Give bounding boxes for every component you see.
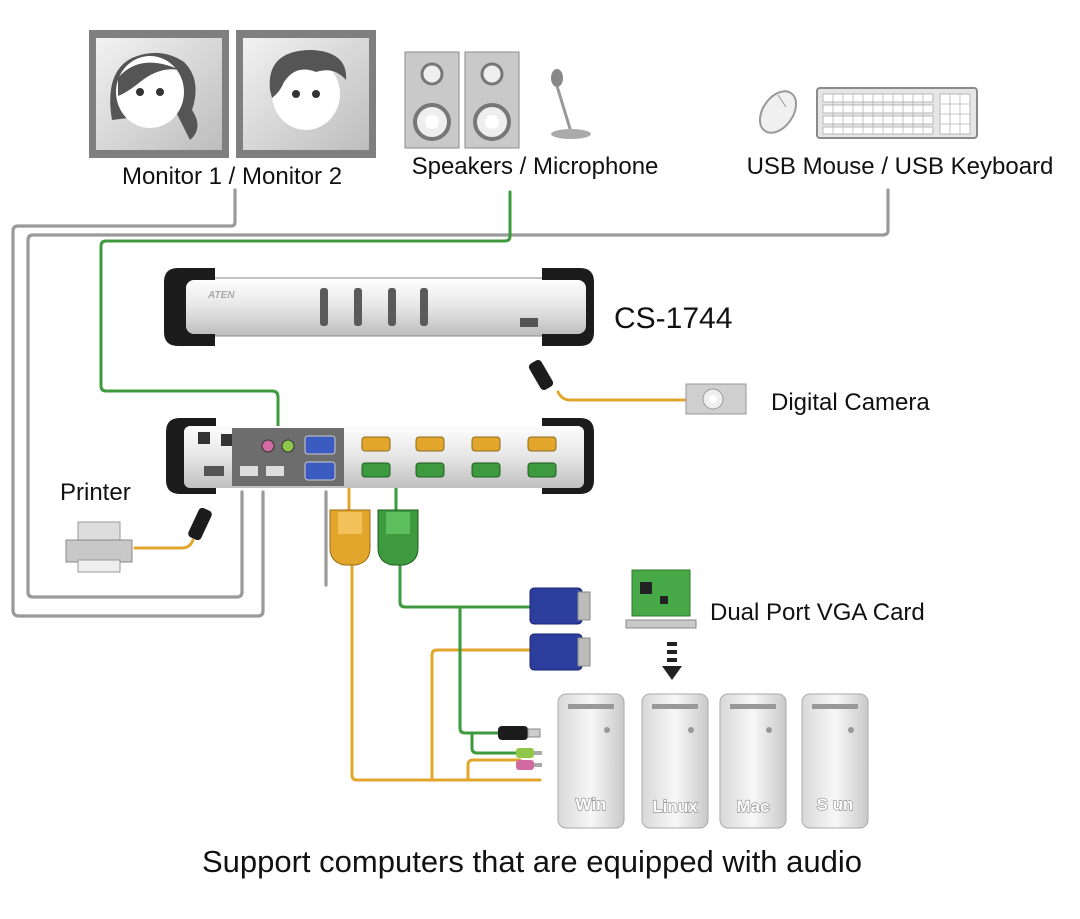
- brand-logo: ATEN: [207, 290, 235, 301]
- computer-tower-sun: S un: [801, 693, 869, 829]
- woman-face-monitor-icon: [110, 52, 198, 140]
- vga-card-icon: [625, 569, 697, 629]
- audio-cable: [99, 190, 512, 432]
- monitor-cable: [11, 188, 265, 618]
- printer-icon: [65, 521, 133, 573]
- vga-card-label: Dual Port VGA Card: [710, 599, 925, 626]
- os-label-linux: Linux: [652, 797, 698, 816]
- camera-usb-plug: [528, 359, 554, 391]
- computer-tower-win: Win: [557, 693, 625, 829]
- model-label: CS-1744: [614, 302, 732, 335]
- vga-cable-green: [394, 478, 532, 755]
- kvm-front-unit: ATEN: [164, 268, 594, 346]
- camera-cable: [556, 390, 692, 402]
- usb-input-label: USB Mouse / USB Keyboard: [747, 153, 1054, 180]
- monitor-2: [236, 30, 376, 158]
- microphone-icon: [551, 69, 591, 139]
- front-usb-port: [520, 318, 538, 327]
- camera-icon: [685, 383, 747, 415]
- usb-input-cable: [26, 188, 890, 599]
- os-label-sun: S un: [817, 795, 854, 814]
- monitors-label: Monitor 1 / Monitor 2: [122, 163, 342, 190]
- keyboard-icon: [816, 87, 978, 139]
- os-label-mac: Mac: [736, 797, 769, 816]
- port-select-button-3: [388, 288, 396, 326]
- audio-jack-pink: [516, 760, 542, 770]
- kvm-cable-plug-green: [377, 509, 419, 566]
- printer-usb-plug: [188, 507, 212, 541]
- kvm-rear-unit: [166, 418, 594, 494]
- port-select-button-1: [320, 288, 328, 326]
- diagram-caption: Support computers that are equipped with…: [202, 844, 862, 879]
- kvm-cable-plug-orange: [329, 509, 371, 566]
- install-arrow-icon: [662, 642, 682, 680]
- mouse-icon: [758, 90, 798, 134]
- camera-label: Digital Camera: [771, 389, 930, 416]
- port-select-button-2: [354, 288, 362, 326]
- vga-cable-orange: [347, 478, 542, 782]
- speaker-icon: [404, 51, 460, 149]
- audio-jack-green: [516, 748, 542, 758]
- computer-tower-linux: Linux: [641, 693, 709, 829]
- monitor-1: [89, 30, 229, 158]
- audio-label: Speakers / Microphone: [412, 153, 659, 180]
- printer-label: Printer: [60, 479, 131, 506]
- os-label-win: Win: [575, 795, 606, 814]
- cables: [11, 188, 890, 782]
- computer-tower-mac: Mac: [719, 693, 787, 829]
- vga-connector-2: [529, 633, 591, 671]
- vga-connector-1: [529, 587, 591, 625]
- speaker-icon: [464, 51, 520, 149]
- man-face-monitor-icon: [269, 50, 347, 130]
- usb-plug-computer: [498, 726, 541, 740]
- port-select-button-4: [420, 288, 428, 326]
- printer-cable: [133, 538, 195, 550]
